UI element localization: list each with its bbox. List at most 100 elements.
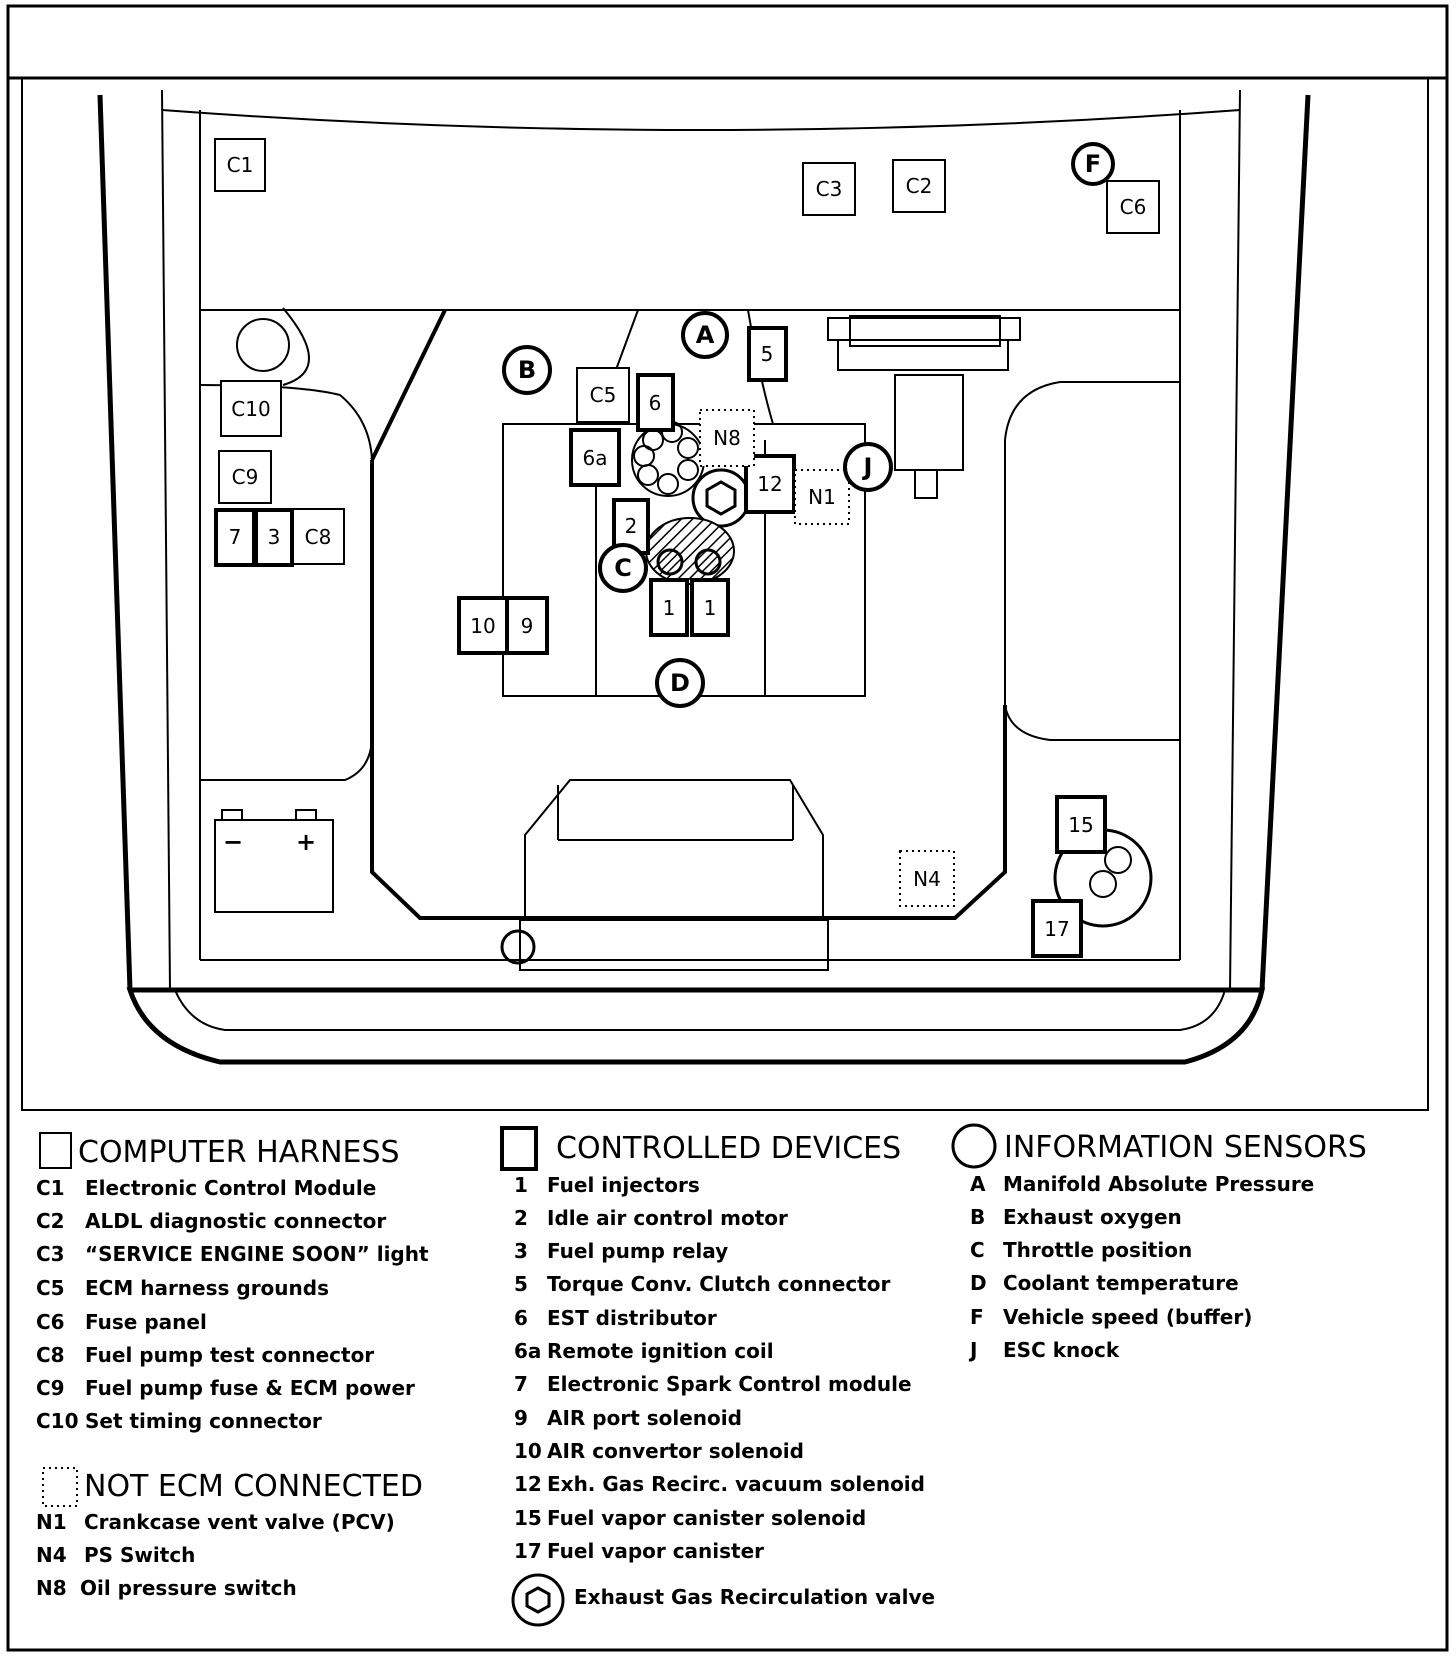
connector-c3-box[interactable]	[802, 162, 856, 216]
device-1a-label: 1	[663, 596, 676, 620]
connector-c10-box[interactable]	[220, 380, 282, 437]
sensors-legend-symbol	[951, 1123, 997, 1169]
device-boxes	[214, 326, 1107, 958]
sensor-item-code: D	[970, 1271, 987, 1295]
connector-c1-box[interactable]	[214, 138, 266, 192]
connector-c5-box[interactable]	[576, 367, 630, 423]
sensor-a-label: A	[696, 321, 715, 349]
device-9-label: 9	[521, 614, 534, 638]
device-17-box[interactable]	[1031, 899, 1083, 958]
device-3-label: 3	[268, 525, 281, 549]
connector-c8-box[interactable]	[291, 508, 345, 565]
legend-controlled-devices: CONTROLLED DEVICES 1 Fuel injectors 2 Id…	[500, 1126, 935, 1627]
not-ecm-item-code: N1	[36, 1510, 67, 1534]
device-6a-box[interactable]	[569, 428, 621, 487]
connector-c9-box[interactable]	[218, 450, 272, 504]
device-1a-box[interactable]	[649, 578, 689, 637]
device-15-box[interactable]	[1055, 795, 1107, 854]
device-item-text: Fuel pump relay	[547, 1239, 728, 1263]
harness-boxes	[214, 138, 1160, 565]
sensor-f-label: F	[1085, 150, 1101, 178]
sensor-f-circle[interactable]	[1071, 142, 1115, 186]
device-item-text: AIR convertor solenoid	[547, 1439, 804, 1463]
device-item-text: Idle air control motor	[547, 1206, 788, 1230]
connector-c8-label: C8	[305, 525, 332, 549]
item-n4-label: N4	[913, 867, 941, 891]
device-item-code: 1	[514, 1173, 528, 1197]
devices-legend-title: CONTROLLED DEVICES	[556, 1131, 901, 1166]
not-ecm-item-code: N8	[36, 1576, 67, 1600]
device-5-box[interactable]	[747, 326, 788, 382]
device-1b-box[interactable]	[690, 578, 730, 637]
legend-information-sensors: INFORMATION SENSORS A Manifold Absolute …	[951, 1123, 1367, 1362]
diagram-panel	[21, 77, 1429, 1111]
device-9-box[interactable]	[505, 596, 549, 655]
sensor-item-text: Exhaust oxygen	[1003, 1205, 1182, 1229]
sensor-item-text: Throttle position	[1003, 1238, 1192, 1262]
harness-item-code: C10	[36, 1409, 79, 1433]
harness-item-code: C9	[36, 1376, 65, 1400]
sensor-j-label: J	[862, 453, 873, 481]
outer-frame	[6, 4, 1449, 1652]
sensor-item-text: Coolant temperature	[1003, 1271, 1239, 1295]
connector-c6-label: C6	[1120, 195, 1147, 219]
sensor-c-label: C	[614, 554, 632, 582]
device-6-label: 6	[649, 391, 662, 415]
item-n1-label: N1	[808, 485, 836, 509]
sensors-legend-title: INFORMATION SENSORS	[1004, 1130, 1367, 1165]
device-5-label: 5	[761, 342, 774, 366]
connector-c1-label: C1	[227, 153, 254, 177]
device-3-box[interactable]	[254, 508, 294, 567]
sensor-item-code: B	[970, 1205, 985, 1229]
sensor-j-circle[interactable]	[843, 442, 893, 492]
harness-legend-items: C1 Electronic Control Module C2 ALDL dia…	[36, 1176, 429, 1433]
sensor-d-circle[interactable]	[655, 658, 705, 708]
harness-item-code: C2	[36, 1209, 65, 1233]
device-item-text: AIR port solenoid	[547, 1406, 742, 1430]
connector-c6-box[interactable]	[1106, 180, 1160, 234]
connector-c9-label: C9	[232, 465, 259, 489]
sensor-a-circle[interactable]	[681, 311, 729, 359]
device-item-text: Fuel vapor canister solenoid	[547, 1506, 866, 1530]
device-item-text: Fuel vapor canister	[547, 1539, 764, 1563]
legend-not-ecm: NOT ECM CONNECTED N1 Crankcase vent valv…	[36, 1467, 423, 1600]
device-2-label: 2	[625, 514, 638, 538]
harness-item-text: Electronic Control Module	[85, 1176, 376, 1200]
device-6-box[interactable]	[636, 373, 675, 432]
harness-item-code: C5	[36, 1276, 65, 1300]
device-10-label: 10	[470, 614, 495, 638]
device-item-code: 5	[514, 1272, 528, 1296]
legend-computer-harness: COMPUTER HARNESS C1 Electronic Control M…	[36, 1132, 429, 1433]
connector-c10-label: C10	[231, 397, 270, 421]
harness-item-text: Fuel pump fuse & ECM power	[85, 1376, 415, 1400]
item-n1-box[interactable]	[794, 469, 850, 525]
not-ecm-legend-symbol	[42, 1467, 78, 1507]
not-ecm-boxes	[699, 409, 955, 907]
harness-item-code: C1	[36, 1176, 65, 1200]
connector-c2-box[interactable]	[892, 159, 946, 213]
not-ecm-item-code: N4	[36, 1543, 67, 1567]
item-n4-box[interactable]	[899, 850, 955, 907]
sensor-b-circle[interactable]	[502, 345, 552, 395]
sensor-item-code: J	[968, 1338, 977, 1362]
device-item-code: 15	[514, 1506, 542, 1530]
item-n8-label: N8	[713, 426, 741, 450]
not-ecm-legend-title: NOT ECM CONNECTED	[84, 1469, 423, 1504]
sensor-circles	[502, 142, 1115, 708]
not-ecm-item-text: Crankcase vent valve (PCV)	[84, 1510, 395, 1534]
harness-item-text: Fuel pump test connector	[85, 1343, 374, 1367]
sensor-item-code: A	[970, 1172, 986, 1196]
device-item-text: Exh. Gas Recirc. vacuum solenoid	[547, 1472, 925, 1496]
item-n8-box[interactable]	[699, 409, 755, 467]
device-item-code: 12	[514, 1472, 542, 1496]
device-12-label: 12	[757, 472, 782, 496]
device-item-text: Remote ignition coil	[547, 1339, 774, 1363]
device-item-code: 3	[514, 1239, 528, 1263]
connector-c2-label: C2	[906, 174, 933, 198]
device-item-text: Torque Conv. Clutch connector	[547, 1272, 890, 1296]
device-item-text: Electronic Spark Control module	[547, 1372, 912, 1396]
device-1b-label: 1	[704, 596, 717, 620]
harness-legend-title: COMPUTER HARNESS	[78, 1135, 400, 1170]
sensor-c-circle[interactable]	[598, 543, 648, 593]
